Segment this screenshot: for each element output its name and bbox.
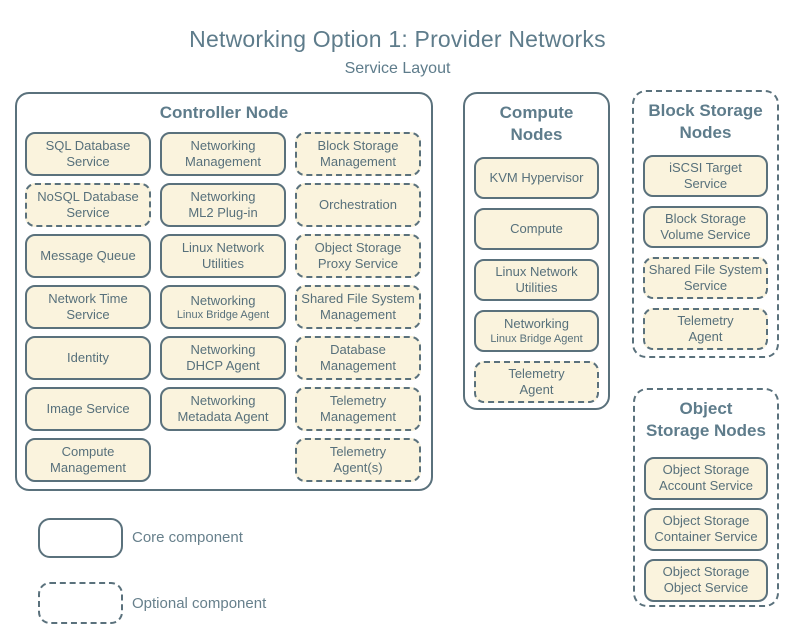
service-box-linux-network-utilities: Linux Network Utilities [474, 258, 599, 301]
service-box-shared-file-system-management: Shared File System Management [295, 285, 421, 330]
service-sublabel: Linux Bridge Agent [490, 332, 583, 345]
object-storage-nodes-title: Object Storage Nodes [646, 399, 766, 441]
service-box-orchestration: Orchestration [295, 183, 421, 228]
service-box-network-time-service: Network Time Service [25, 285, 151, 330]
controller-service-list: SQL Database Service Networking Managemen… [17, 130, 431, 490]
block-storage-nodes-group: Block Storage Nodes iSCSI Target Service… [632, 90, 779, 358]
service-box-block-storage-volume-service: Block Storage Volume Service [643, 205, 768, 248]
legend-optional-swatch [38, 582, 123, 624]
service-label: Object Storage Account Service [659, 462, 753, 494]
legend-core-swatch [38, 518, 123, 558]
service-label: Shared File System Service [648, 261, 763, 293]
service-box-networking-management: Networking Management [160, 132, 286, 177]
service-label: Linux Network Utilities [495, 263, 578, 295]
service-box-iscsi-target-service: iSCSI Target Service [643, 154, 768, 197]
service-label: Shared File System Management [301, 291, 415, 323]
service-box-object-storage-object-service: Object Storage Object Service [644, 558, 768, 602]
service-label: Networking DHCP Agent [186, 342, 260, 374]
service-box-networking-metadata-agent: Networking Metadata Agent [160, 387, 286, 432]
service-label: Telemetry Management [320, 393, 396, 425]
service-label: Orchestration [318, 197, 398, 213]
service-label: Linux Network Utilities [181, 240, 265, 272]
service-label: NoSQL Database Service [37, 189, 139, 221]
service-label: Networking Management [185, 138, 261, 170]
service-box-object-storage-container-service: Object Storage Container Service [644, 507, 768, 551]
service-label: Networking ML2 Plug-in [188, 189, 258, 221]
service-box-telemetry-agent: Telemetry Agent [474, 360, 599, 403]
service-label: Networking Metadata Agent [177, 393, 269, 425]
service-label: Network Time Service [48, 291, 128, 323]
diagram-title: Networking Option 1: Provider Networks [189, 26, 606, 52]
service-label: Database Management [320, 342, 396, 374]
service-sublabel: Linux Bridge Agent [176, 309, 270, 322]
service-box-shared-file-system-service: Shared File System Service [643, 256, 768, 299]
service-box-telemetry-agent: Telemetry Agent [643, 307, 768, 350]
service-label: Networking [190, 292, 256, 308]
object-storage-nodes-group: Object Storage Nodes Object Storage Acco… [633, 388, 779, 607]
service-label: Block Storage Management [317, 138, 399, 170]
service-box-linux-network-utilities: Linux Network Utilities [160, 234, 286, 279]
service-box-identity: Identity [25, 336, 151, 381]
service-box-block-storage-management: Block Storage Management [295, 132, 421, 177]
service-label: Telemetry Agent [508, 365, 565, 397]
service-box-networking-ml2-plug-in: Networking ML2 Plug-in [160, 183, 286, 228]
service-box-compute-management: Compute Management [25, 438, 151, 483]
service-label: Compute [510, 220, 563, 236]
service-label: Identity [67, 350, 109, 366]
service-label: SQL Database Service [45, 138, 131, 170]
service-label: Image Service [46, 401, 130, 417]
service-label: Object Storage Container Service [654, 513, 758, 545]
service-box-kvm-hypervisor: KVM Hypervisor [474, 156, 599, 199]
compute-nodes-title: Compute Nodes [499, 103, 574, 145]
service-label: Object Storage Object Service [662, 564, 750, 596]
service-label: Networking [503, 316, 570, 332]
legend-optional-label: Optional component [132, 595, 267, 612]
service-label: Block Storage Volume Service [660, 210, 751, 242]
service-label: Object Storage Proxy Service [314, 240, 402, 272]
service-label: iSCSI Target Service [669, 159, 742, 191]
service-label: Telemetry Agent(s) [329, 444, 387, 476]
service-label: KVM Hypervisor [489, 169, 584, 185]
diagram-subtitle: Service Layout [344, 60, 451, 77]
service-box-database-management: Database Management [295, 336, 421, 381]
service-box-compute: Compute [474, 207, 599, 250]
service-label: Compute Management [50, 444, 126, 476]
service-box-nosql-database-service: NoSQL Database Service [25, 183, 151, 228]
service-box-telemetry-agent-s: Telemetry Agent(s) [295, 438, 421, 483]
service-box-image-service: Image Service [25, 387, 151, 432]
service-box-object-storage-proxy-service: Object Storage Proxy Service [295, 234, 421, 279]
service-box-message-queue: Message Queue [25, 234, 151, 279]
service-box-object-storage-account-service: Object Storage Account Service [644, 456, 768, 500]
service-label: Message Queue [40, 248, 136, 264]
service-label: Telemetry Agent [677, 312, 734, 344]
service-box-telemetry-management: Telemetry Management [295, 387, 421, 432]
block-storage-nodes-title: Block Storage Nodes [648, 101, 763, 143]
controller-node-title: Controller Node [159, 103, 289, 122]
legend-core-label: Core component [132, 529, 243, 546]
service-box-sql-database-service: SQL Database Service [25, 132, 151, 177]
service-box-networking-dhcp-agent: Networking DHCP Agent [160, 336, 286, 381]
